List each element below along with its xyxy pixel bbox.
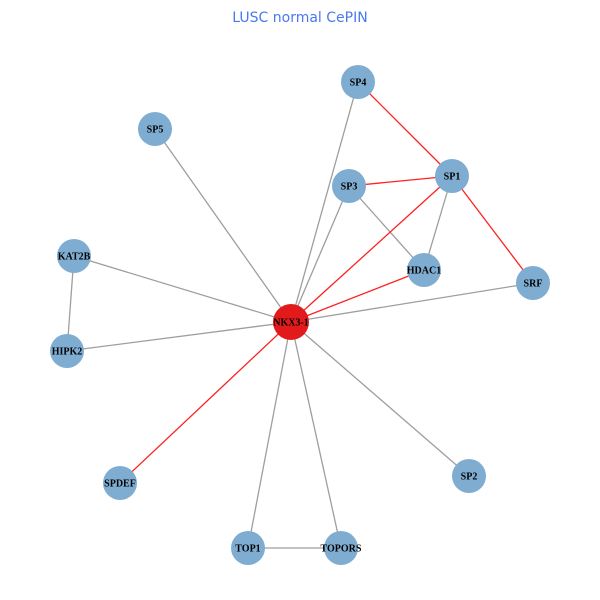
- node-top1[interactable]: TOP1: [231, 531, 265, 565]
- edge-nkx3-1-sp3: [290, 185, 350, 323]
- node-label: SP3: [341, 182, 358, 193]
- node-spdef[interactable]: SPDEF: [103, 466, 137, 500]
- edge-nkx3-1-kat2b: [73, 255, 292, 323]
- node-hdac1[interactable]: HDAC1: [407, 253, 441, 287]
- node-label: SRF: [524, 279, 543, 290]
- edge-nkx3-1-sp5: [154, 128, 292, 323]
- node-label: SP5: [147, 125, 164, 136]
- node-hipk2[interactable]: HIPK2: [50, 334, 84, 368]
- node-circle: [452, 459, 486, 493]
- node-sp4[interactable]: SP4: [341, 65, 375, 99]
- edge-nkx3-1-topors: [290, 321, 342, 549]
- edge-nkx3-1-top1: [247, 321, 292, 549]
- node-label: TOP1: [235, 544, 260, 555]
- edge-nkx3-1-hipk2: [66, 321, 292, 352]
- edge-sp1-srf: [451, 175, 534, 284]
- node-label: KAT2B: [58, 252, 91, 263]
- edge-sp3-sp1: [348, 175, 453, 187]
- figure-title: LUSC normal CePIN: [232, 10, 368, 26]
- node-topors[interactable]: TOPORS: [321, 531, 362, 565]
- edge-nkx3-1-sp2: [290, 321, 470, 477]
- node-circle: [138, 112, 172, 146]
- node-circle: [407, 253, 441, 287]
- node-srf[interactable]: SRF: [516, 266, 550, 300]
- node-label: HDAC1: [407, 266, 441, 277]
- node-label: SP1: [444, 172, 461, 183]
- node-label: TOPORS: [321, 544, 362, 555]
- node-label: SP2: [461, 472, 478, 483]
- node-kat2b[interactable]: KAT2B: [57, 239, 91, 273]
- node-label: SPDEF: [104, 479, 136, 490]
- node-circle: [273, 304, 309, 340]
- node-sp1[interactable]: SP1: [435, 159, 469, 193]
- node-sp2[interactable]: SP2: [452, 459, 486, 493]
- node-sp3[interactable]: SP3: [332, 169, 366, 203]
- edge-sp4-sp1: [357, 81, 453, 177]
- node-circle: [324, 531, 358, 565]
- node-circle: [50, 334, 84, 368]
- node-sp5[interactable]: SP5: [138, 112, 172, 146]
- node-label: NKX3-1: [273, 318, 309, 329]
- edge-nkx3-1-srf: [290, 282, 534, 323]
- node-circle: [435, 159, 469, 193]
- edge-nkx3-1-sp4: [290, 81, 359, 323]
- node-circle: [103, 466, 137, 500]
- node-nkx3-1[interactable]: NKX3-1: [273, 304, 309, 340]
- node-label: SP4: [350, 78, 367, 89]
- node-circle: [341, 65, 375, 99]
- edge-nkx3-1-spdef: [119, 321, 292, 484]
- edge-nkx3-1-hdac1: [290, 269, 425, 323]
- edge-nkx3-1-sp1: [290, 175, 453, 323]
- node-label: HIPK2: [52, 347, 83, 358]
- node-circle: [57, 239, 91, 273]
- node-circle: [231, 531, 265, 565]
- edge-sp3-hdac1: [348, 185, 425, 271]
- node-circle: [516, 266, 550, 300]
- node-circle: [332, 169, 366, 203]
